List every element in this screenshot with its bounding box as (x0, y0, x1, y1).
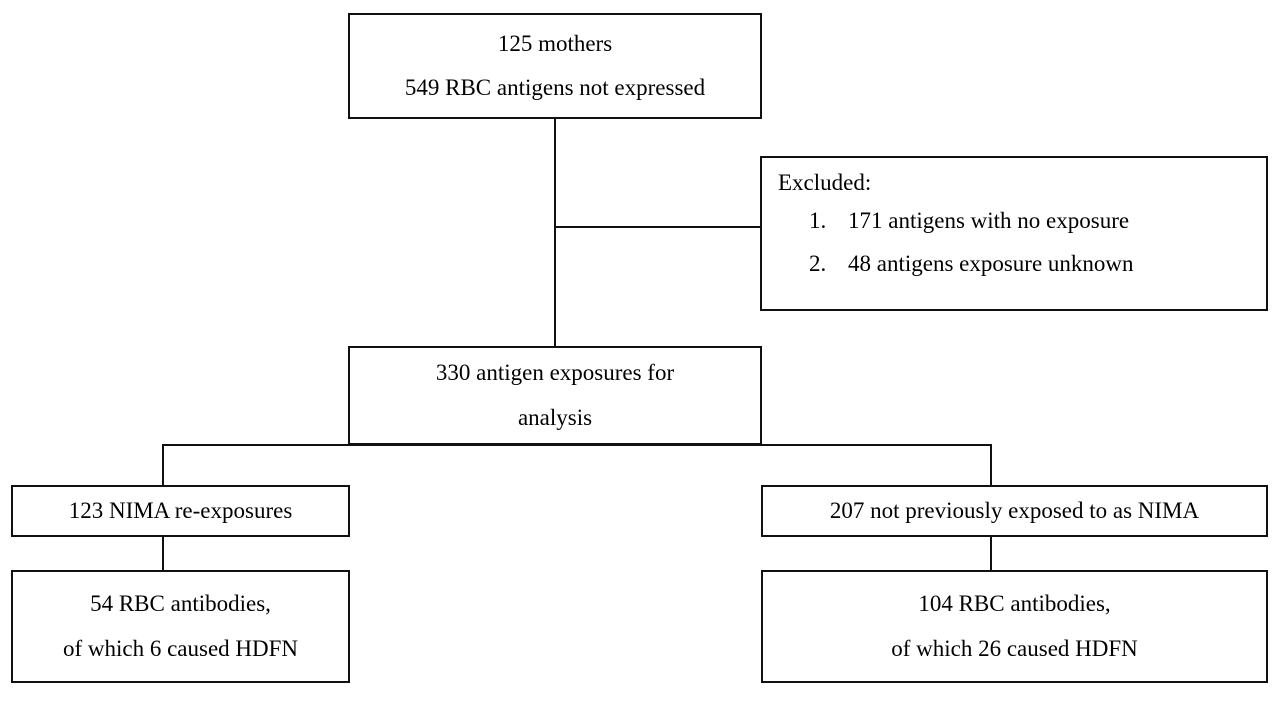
node-antibodies-right: 104 RBC antibodies, of which 26 caused H… (761, 570, 1268, 683)
connector-not-nima-to-antibodies (990, 536, 992, 571)
node-antibodies-right-line2: of which 26 caused HDFN (891, 635, 1138, 661)
node-nima-reexposures: 123 NIMA re-exposures (11, 485, 350, 537)
node-not-previously-exposed: 207 not previously exposed to as NIMA (761, 485, 1268, 537)
node-antibodies-right-line1: 104 RBC antibodies, (918, 591, 1111, 617)
node-antibodies-left-line2: of which 6 caused HDFN (62, 635, 299, 661)
node-mothers-line1: 125 mothers (497, 30, 613, 56)
node-not-nima-line1: 207 not previously exposed to as NIMA (829, 497, 1200, 523)
node-analysis-line2: analysis (517, 404, 593, 430)
connector-mothers-to-analysis (554, 119, 556, 347)
node-analysis: 330 antigen exposures for analysis (348, 346, 762, 445)
connector-split-bar (162, 444, 992, 446)
node-excluded-title: Excluded: (778, 170, 872, 195)
node-antibodies-left-line1: 54 RBC antibodies, (90, 591, 271, 617)
connector-drop-left (162, 444, 164, 487)
node-excluded: Excluded: 171 antigens with no exposure … (760, 156, 1268, 311)
node-antibodies-left: 54 RBC antibodies, of which 6 caused HDF… (11, 570, 350, 683)
node-analysis-line1: 330 antigen exposures for (435, 360, 675, 386)
node-excluded-item-2: 48 antigens exposure unknown (832, 249, 1134, 279)
node-excluded-item-1: 171 antigens with no exposure (832, 206, 1134, 236)
connector-to-excluded (554, 226, 762, 228)
connector-drop-right (990, 444, 992, 487)
node-mothers: 125 mothers 549 RBC antigens not express… (348, 13, 762, 119)
node-mothers-line2: 549 RBC antigens not expressed (404, 75, 706, 100)
node-nima-line1: 123 NIMA re-exposures (68, 497, 293, 523)
node-excluded-list: 171 antigens with no exposure 48 antigen… (778, 206, 1134, 279)
connector-nima-to-antibodies (162, 536, 164, 571)
